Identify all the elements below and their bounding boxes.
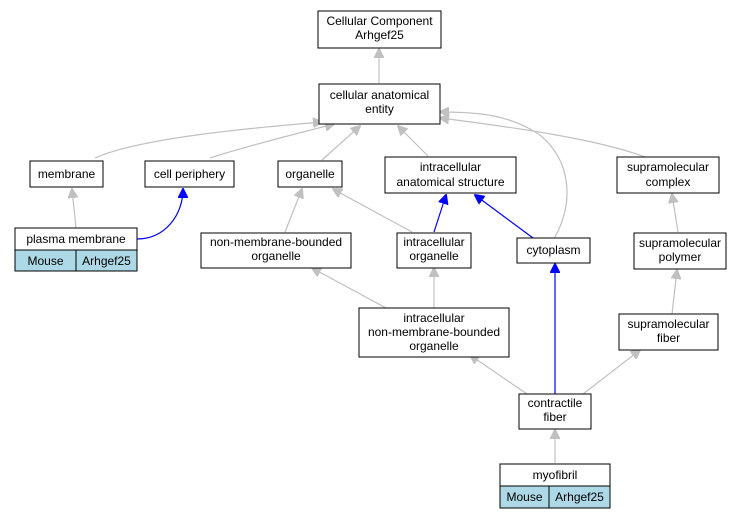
edge-supracomplex-to-cae: [440, 118, 646, 158]
annotation-species: Mouse: [27, 254, 63, 268]
node-intracellular-anatomical-structure[interactable]: intracellular anatomical structure: [384, 156, 517, 194]
edge-cytoplasm-to-ias: [475, 195, 534, 239]
edge-cytoplasm-to-cae: [440, 112, 568, 238]
node-contractile-fiber[interactable]: contractile fiber: [518, 393, 592, 430]
node-membrane[interactable]: membrane: [29, 160, 104, 188]
node-cell-periphery[interactable]: cell periphery: [144, 160, 235, 188]
node-label: plasma membrane: [26, 232, 126, 246]
node-root[interactable]: Cellular Component Arhgef25: [317, 10, 442, 49]
node-label: non-membrane-bounded: [210, 235, 342, 249]
node-label: cellular anatomical: [330, 88, 429, 102]
edge-membrane-to-cae: [94, 122, 322, 159]
edges: [72, 49, 678, 463]
node-label: entity: [365, 102, 394, 116]
node-label: supramolecular: [639, 236, 721, 250]
edge-plasma-to-membrane: [72, 189, 76, 229]
edge-intraorg-to-organelle: [333, 189, 413, 233]
node-label: organelle: [409, 249, 459, 263]
node-label: cytoplasm: [526, 243, 580, 257]
annotation-gene: Arhgef25: [555, 490, 604, 504]
edge-ias-to-cae: [398, 126, 429, 157]
node-plasma-membrane[interactable]: plasma membrane Mouse Arhgef25: [14, 227, 138, 272]
node-label: intracellular: [420, 160, 481, 174]
node-intracellular-non-membrane-bounded-organelle[interactable]: intracellular non-membrane-bounded organ…: [358, 307, 510, 358]
edge-fiber-to-polymer: [672, 270, 677, 315]
edge-polymer-to-complex: [672, 194, 679, 233]
node-supramolecular-fiber[interactable]: supramolecular fiber: [618, 313, 719, 351]
node-label: fiber: [543, 410, 566, 424]
node-label: organelle: [285, 167, 335, 181]
node-label: anatomical structure: [396, 175, 504, 189]
node-label: supramolecular: [627, 317, 709, 331]
node-label: Arhgef25: [355, 28, 404, 42]
node-intracellular-organelle[interactable]: intracellular organelle: [396, 232, 472, 269]
node-label: membrane: [38, 167, 96, 181]
node-non-membrane-bounded-organelle[interactable]: non-membrane-bounded organelle: [200, 232, 352, 269]
node-supramolecular-polymer[interactable]: supramolecular polymer: [633, 232, 727, 270]
node-label: complex: [646, 175, 691, 189]
edge-contractile-to-inmbo: [470, 355, 528, 395]
node-label: organelle: [251, 249, 301, 263]
node-label: fiber: [657, 331, 680, 345]
edge-intraorg-to-ias: [433, 195, 446, 233]
node-cytoplasm[interactable]: cytoplasm: [516, 237, 591, 264]
node-label: myofibril: [533, 468, 578, 482]
edge-inmbo-to-nmbo: [312, 268, 387, 309]
node-label: intracellular: [403, 235, 464, 249]
node-label: polymer: [659, 250, 702, 264]
edge-plasma-to-cellperiphery: [136, 189, 183, 240]
node-label: Cellular Component: [326, 14, 433, 28]
node-label: intracellular: [403, 311, 464, 325]
node-label: contractile: [528, 396, 583, 410]
node-organelle[interactable]: organelle: [277, 160, 343, 188]
node-label: cell periphery: [154, 167, 225, 181]
node-label: organelle: [409, 339, 459, 353]
edge-organelle-to-cae: [321, 126, 360, 161]
annotation-species: Mouse: [506, 490, 542, 504]
node-label: non-membrane-bounded: [368, 325, 500, 339]
edge-contractile-to-fiber: [582, 350, 640, 395]
annotation-gene-cell: [548, 485, 611, 509]
annotation-gene: Arhgef25: [82, 254, 131, 268]
node-supramolecular-complex[interactable]: supramolecular complex: [616, 156, 720, 194]
edge-cellperiphery-to-cae: [209, 124, 334, 159]
node-cellular-anatomical-entity[interactable]: cellular anatomical entity: [318, 83, 441, 125]
edge-nmbo-to-organelle: [284, 189, 302, 233]
node-myofibril[interactable]: myofibril Mouse Arhgef25: [499, 463, 611, 509]
annotation-gene-cell: [75, 249, 138, 272]
node-label: supramolecular: [627, 160, 709, 174]
